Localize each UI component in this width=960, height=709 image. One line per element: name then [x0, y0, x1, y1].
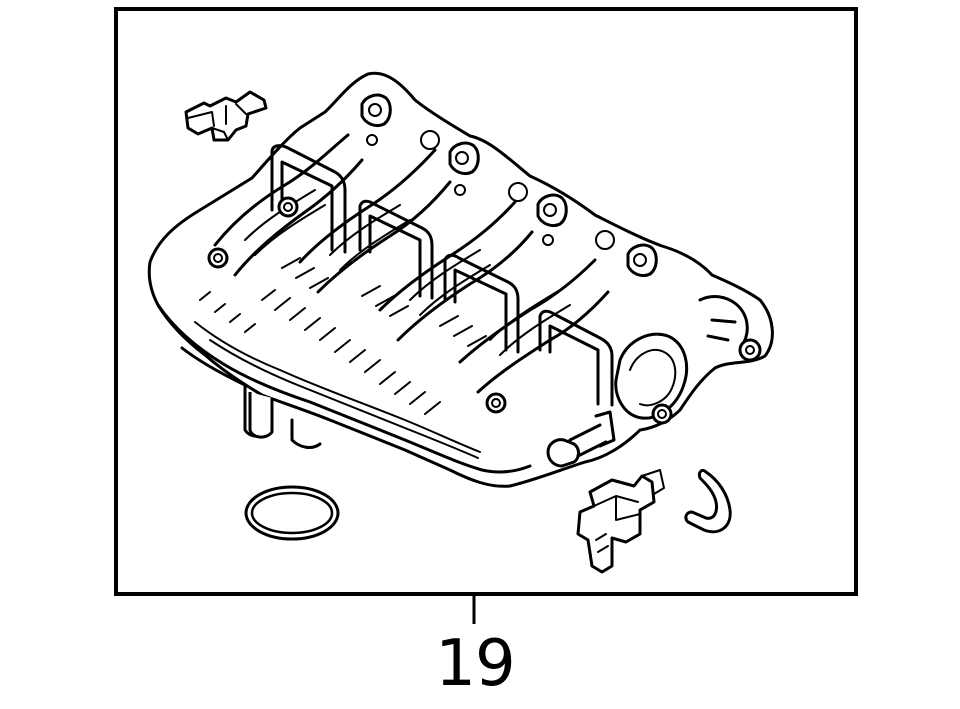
map-sensor	[184, 90, 268, 142]
o-ring-gasket	[244, 485, 340, 541]
callout-number: 19	[435, 627, 515, 701]
solenoid-valve	[576, 469, 665, 574]
vacuum-hose	[684, 468, 732, 534]
intake-manifold	[147, 71, 774, 488]
diagram-frame	[114, 7, 858, 596]
